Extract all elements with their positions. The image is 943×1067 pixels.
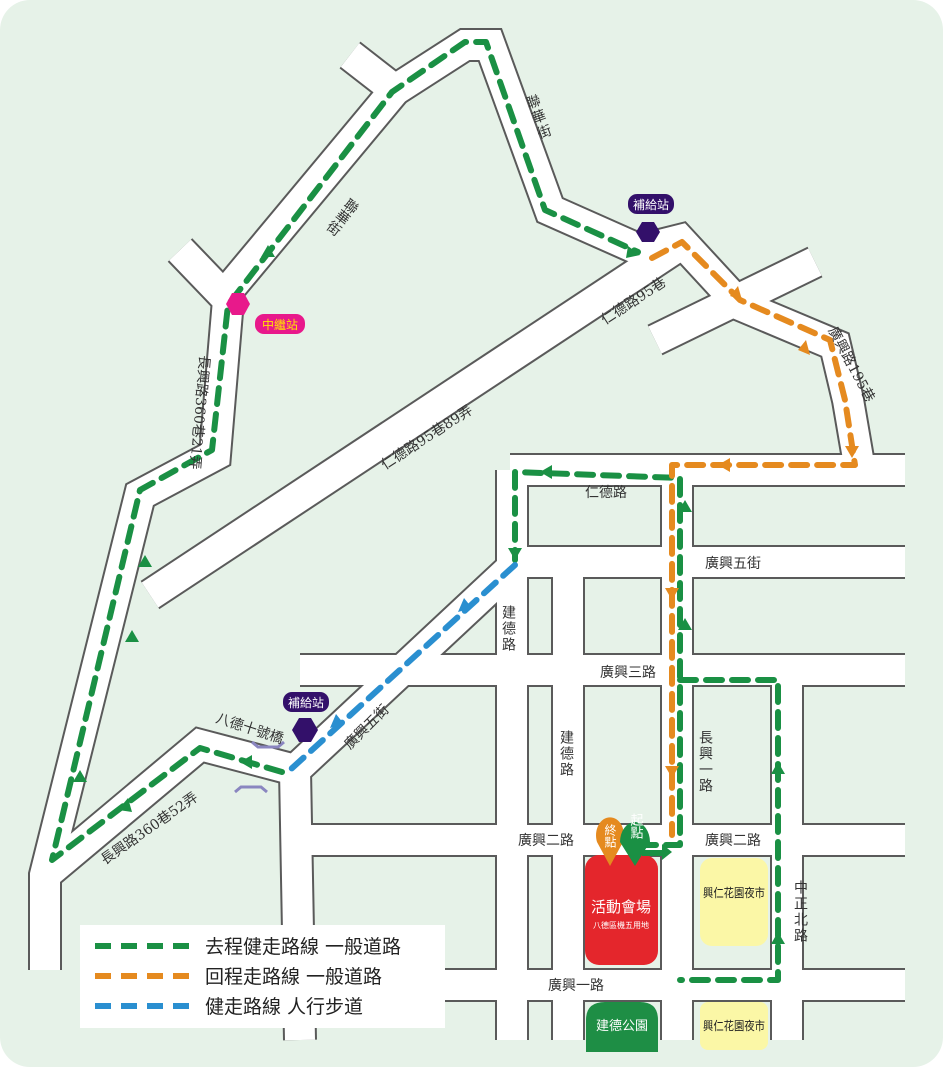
arrow-icon (626, 246, 640, 258)
relay-station: 中繼站 (226, 293, 305, 334)
bridge-icon (251, 740, 285, 749)
arrow-icon (118, 798, 132, 812)
return-route (649, 239, 858, 838)
night-market-block-2 (700, 1002, 768, 1050)
arrow-icon (771, 762, 785, 774)
bridge-icon (234, 785, 268, 794)
map-shape (141, 232, 689, 608)
supply-station-top: 補給站 (628, 194, 674, 242)
map-shape (80, 925, 445, 1028)
arrow-icon (771, 932, 785, 944)
venue-subtitle: 八德區機五用地 (593, 920, 649, 930)
arrow-icon (138, 555, 152, 567)
arrow-icon (73, 770, 87, 782)
label-streets-jiande_upper: 建德路 (500, 605, 516, 653)
legend-label-walk: 健走路線 人行步道 (205, 996, 363, 1018)
map-shape (648, 248, 822, 354)
label-markers-supply_top: 補給站 (633, 198, 669, 212)
go-route-west (49, 39, 641, 863)
octagon-icon (292, 718, 318, 742)
finish-pin: 終點 (596, 817, 624, 866)
label-markers-relay: 中繼站 (262, 317, 298, 332)
label-streets-guangxing3: 廣興三路 (600, 664, 656, 681)
venue-title: 活動會場 (591, 898, 651, 916)
arrow-icon (261, 245, 275, 257)
label-streets-guangxing1: 廣興一路 (548, 977, 604, 994)
label-streets-changxing1: 長興一路 (697, 730, 713, 794)
park-label: 建德公園 (596, 1019, 648, 1034)
arrow-icon (330, 714, 344, 728)
arrow-icon (798, 340, 810, 355)
label-streets-rende: 仁德路 (585, 485, 627, 501)
legend: 去程健走路線 一般道路 回程走路線 一般道路 健走路線 人行步道 (80, 925, 445, 1028)
arrow-icon (540, 465, 552, 479)
octagon-icon (636, 222, 660, 242)
arrow-icon (678, 618, 692, 630)
octagon-icon (226, 293, 250, 315)
label-markers-supply_bottom: 補給站 (288, 696, 324, 710)
night-market-label-2: 興仁花園夜市 (703, 1018, 765, 1033)
arrow-icon (458, 598, 472, 612)
go-route-outbound (512, 469, 683, 848)
arrow-icon (665, 588, 679, 600)
start-pin: 起點 (620, 813, 672, 866)
pin-icon (596, 817, 624, 866)
map-shape (35, 728, 299, 887)
label-streets-guangxing2_left: 廣興二路 (518, 832, 574, 849)
label-markers-start: 起點 (628, 813, 644, 839)
park-block (586, 1002, 658, 1052)
map-shape (255, 314, 305, 334)
label-streets-zhongzheng_n: 中正北路 (792, 880, 808, 944)
legend-label-go: 去程健走路線 一般道路 (205, 936, 401, 958)
legend-label-return: 回程走路線 一般道路 (205, 966, 382, 988)
night-market-block-1 (700, 858, 768, 946)
arrow-icon (125, 630, 139, 642)
arrow-icon (730, 286, 742, 300)
label-markers-finish: 終點 (603, 823, 617, 848)
night-market-label-1: 興仁花園夜市 (703, 885, 765, 900)
arrow-icon (845, 446, 859, 458)
arrow-icon (240, 755, 252, 769)
venue-block (585, 855, 658, 965)
start-arrow-icon (642, 844, 672, 860)
label-streets-guangxing2_right: 廣興二路 (705, 832, 761, 849)
label-streets-jiande_lower: 建德路 (558, 730, 574, 778)
arrow-icon (718, 458, 730, 472)
label-streets-guangxing5: 廣興五街 (705, 555, 761, 572)
go-route-loop (677, 677, 781, 983)
arrow-icon (665, 766, 679, 778)
map-shape (628, 194, 674, 214)
map-shape (283, 692, 329, 712)
walk-route (287, 562, 518, 773)
arrow-icon (508, 548, 522, 560)
supply-station-bottom: 補給站 (283, 692, 329, 742)
arrow-icon (678, 500, 692, 512)
pin-icon (620, 822, 650, 866)
direction-arrows (73, 245, 859, 944)
